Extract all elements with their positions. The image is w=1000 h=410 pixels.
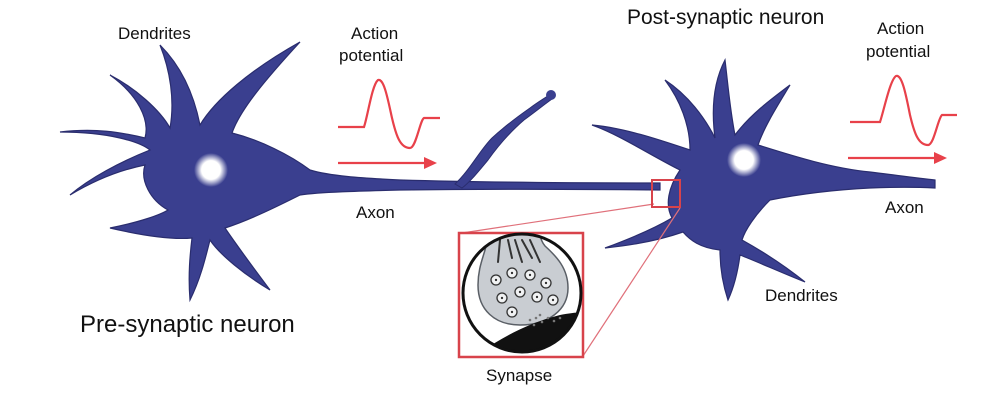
action-potential-left xyxy=(338,78,440,169)
action-potential-waveform-left xyxy=(338,78,440,150)
zoom-line-left xyxy=(461,203,655,234)
label-axon-right: Axon xyxy=(885,198,924,217)
synapse-zoom xyxy=(457,179,681,359)
label-action-potential-right-1: Action xyxy=(877,19,924,38)
label-synapse: Synapse xyxy=(486,366,552,385)
pre-synaptic-neuron xyxy=(59,41,661,303)
label-dendrites-right: Dendrites xyxy=(765,286,838,305)
pre-neuron-soma xyxy=(59,41,661,303)
neurotransmitters xyxy=(528,313,562,327)
synapse-highlight-box xyxy=(651,179,681,208)
terminal-filaments xyxy=(497,239,541,263)
label-action-potential-right-2: potential xyxy=(866,42,930,61)
label-post-synaptic-neuron: Post-synaptic neuron xyxy=(627,6,824,29)
arrow-head-left-icon xyxy=(424,157,437,169)
post-neuron-soma xyxy=(591,57,936,302)
action-potential-waveform-right xyxy=(850,74,957,147)
label-pre-synaptic-neuron: Pre-synaptic neuron xyxy=(80,311,295,338)
action-potential-right xyxy=(848,74,957,164)
post-neuron-nucleus xyxy=(727,143,761,177)
label-dendrites-left: Dendrites xyxy=(118,24,191,43)
pre-neuron-axon-branch xyxy=(454,94,553,189)
label-action-potential-left-1: Action xyxy=(351,24,398,43)
zoom-line-right xyxy=(582,207,681,357)
synapse-detail-border xyxy=(461,232,583,354)
post-synaptic-neuron xyxy=(591,57,936,302)
pre-neuron-nucleus xyxy=(194,153,228,187)
pre-neuron-branch-bulb xyxy=(546,90,556,100)
label-action-potential-left-2: potential xyxy=(339,46,403,65)
label-axon-left: Axon xyxy=(356,203,395,222)
arrow-head-right-icon xyxy=(934,152,947,164)
